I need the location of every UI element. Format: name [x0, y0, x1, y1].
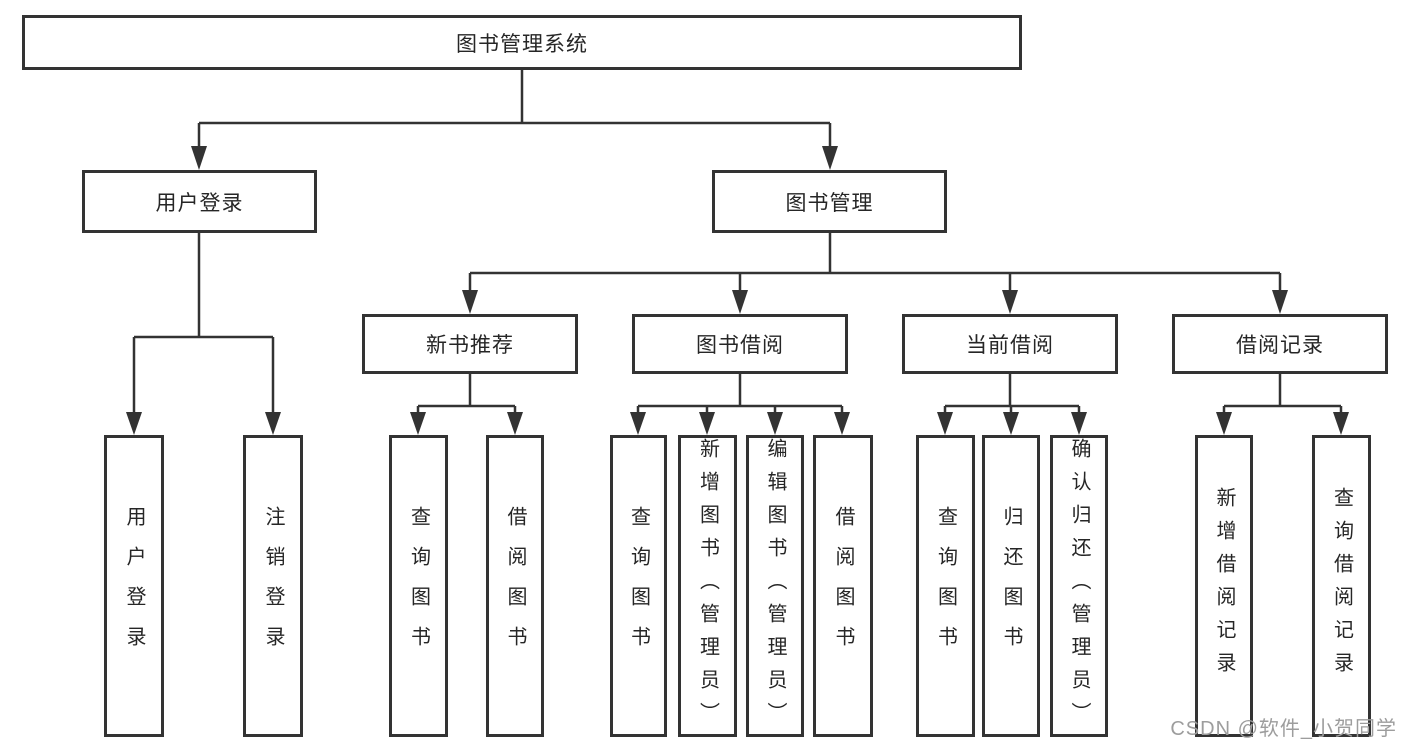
arrowhead-icon: [630, 412, 646, 435]
leaf-query-borrow-record: 查询借阅记录: [1312, 435, 1371, 737]
leaf-add-borrow-record: 新增借阅记录: [1195, 435, 1253, 737]
arrowhead-icon: [507, 412, 523, 435]
leaf-query-books-current: 查询图书: [916, 435, 975, 737]
node-new-book-recommendation: 新书推荐: [362, 314, 578, 374]
leaf-query-books-borrowing: 查询图书: [610, 435, 667, 737]
arrowhead-icon: [767, 412, 783, 435]
leaf-logout: 注销登录: [243, 435, 303, 737]
connector-new-book-rec-to-leaves: [410, 374, 523, 435]
node-library-management-system: 图书管理系统: [22, 15, 1022, 70]
arrowhead-icon: [937, 412, 953, 435]
connector-line: [197, 70, 832, 147]
connector-line: [416, 374, 517, 413]
node-current-borrowing: 当前借阅: [902, 314, 1118, 374]
node-borrowing-records: 借阅记录: [1172, 314, 1388, 374]
node-book-borrowing: 图书借阅: [632, 314, 848, 374]
leaf-add-books-admin: 新增图书（管理员）: [678, 435, 737, 737]
connector-current-borrow-to-leaves: [937, 374, 1087, 435]
leaf-user-login: 用户登录: [104, 435, 164, 737]
connector-line: [468, 233, 1282, 291]
connector-line: [943, 374, 1081, 413]
arrowhead-icon: [191, 146, 207, 170]
arrowhead-icon: [126, 412, 142, 435]
connector-book-mgmt-to-groups: [462, 233, 1288, 314]
arrowhead-icon: [1003, 412, 1019, 435]
leaf-query-books-recommendation: 查询图书: [389, 435, 448, 737]
leaf-confirm-return-admin: 确认归还（管理员）: [1050, 435, 1108, 737]
arrowhead-icon: [1002, 290, 1018, 314]
connector-line: [636, 374, 844, 413]
arrowhead-icon: [1216, 412, 1232, 435]
leaf-borrow-books-recommendation: 借阅图书: [486, 435, 544, 737]
connector-line: [1222, 374, 1343, 413]
csdn-watermark: CSDN @软件_小贺同学: [1170, 718, 1397, 740]
arrowhead-icon: [1272, 290, 1288, 314]
arrowhead-icon: [834, 412, 850, 435]
arrowhead-icon: [1333, 412, 1349, 435]
connector-root-to-level2: [191, 70, 838, 170]
connector-line: [132, 233, 275, 413]
arrowhead-icon: [462, 290, 478, 314]
arrowhead-icon: [1071, 412, 1087, 435]
arrowhead-icon: [699, 412, 715, 435]
leaf-return-books: 归还图书: [982, 435, 1040, 737]
arrowhead-icon: [732, 290, 748, 314]
node-user-login: 用户登录: [82, 170, 317, 233]
connector-borrow-records-to-leaves: [1216, 374, 1349, 435]
arrowhead-icon: [265, 412, 281, 435]
connector-book-borrow-to-leaves: [630, 374, 850, 435]
leaf-edit-books-admin: 编辑图书（管理员）: [746, 435, 804, 737]
node-book-management: 图书管理: [712, 170, 947, 233]
connector-user-login-to-leaves: [126, 233, 281, 435]
arrowhead-icon: [822, 146, 838, 170]
leaf-borrow-books: 借阅图书: [813, 435, 873, 737]
arrowhead-icon: [410, 412, 426, 435]
